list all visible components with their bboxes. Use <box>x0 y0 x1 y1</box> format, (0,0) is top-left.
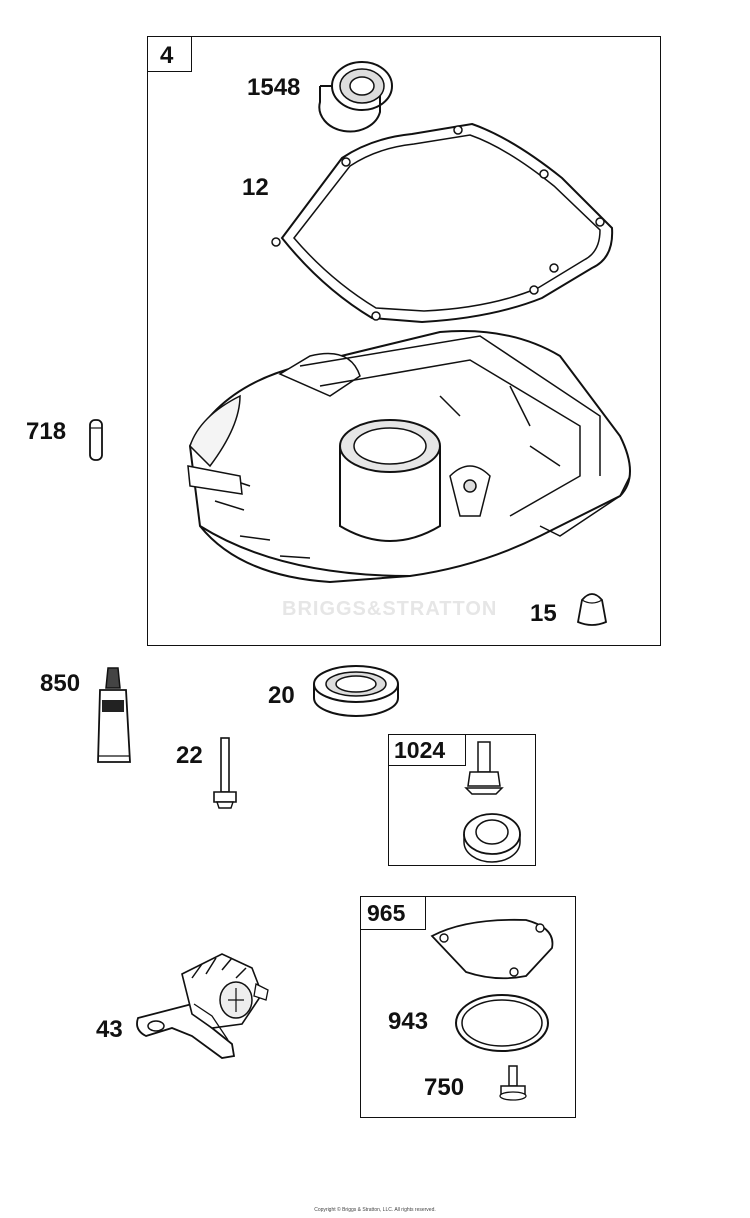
assembly-4-frame <box>147 36 661 646</box>
part-label-22: 22 <box>176 742 203 769</box>
cover-plate-965-drawing <box>430 918 554 980</box>
brand-watermark: BRIGGS&STRATTON <box>282 598 498 620</box>
oil-pump-1024-drawing <box>463 741 521 863</box>
part-label-718: 718 <box>26 418 67 445</box>
part-label-20: 20 <box>268 682 295 709</box>
cap-15-drawing <box>576 593 608 626</box>
oil-seal-20-drawing <box>313 665 399 717</box>
crankcase-sump-drawing <box>187 330 631 584</box>
part-label-43: 43 <box>96 1016 123 1043</box>
assembly-1024-label: 1024 <box>388 734 466 766</box>
bearing-1548-drawing <box>318 61 393 133</box>
dowel-pin-718-drawing <box>89 419 103 461</box>
part-label-750: 750 <box>424 1074 465 1101</box>
part-label-15: 15 <box>530 600 557 627</box>
gasket-12-drawing <box>271 122 614 324</box>
assembly-965-label: 965 <box>360 896 426 930</box>
screw-750-drawing <box>499 1065 527 1101</box>
sealant-tube-850-drawing <box>97 667 131 763</box>
bolt-22-drawing <box>213 737 237 809</box>
o-ring-943-drawing <box>455 994 549 1052</box>
part-label-1548: 1548 <box>247 74 301 101</box>
part-label-850: 850 <box>40 670 81 697</box>
part-label-943: 943 <box>388 1008 429 1035</box>
part-label-12: 12 <box>242 174 269 201</box>
governor-bracket-43-drawing <box>136 953 269 1059</box>
assembly-4-label: 4 <box>147 36 192 72</box>
copyright-notice: Copyright © Briggs & Stratton, LLC. All … <box>314 1207 436 1213</box>
assembly-965-frame <box>360 896 576 1118</box>
